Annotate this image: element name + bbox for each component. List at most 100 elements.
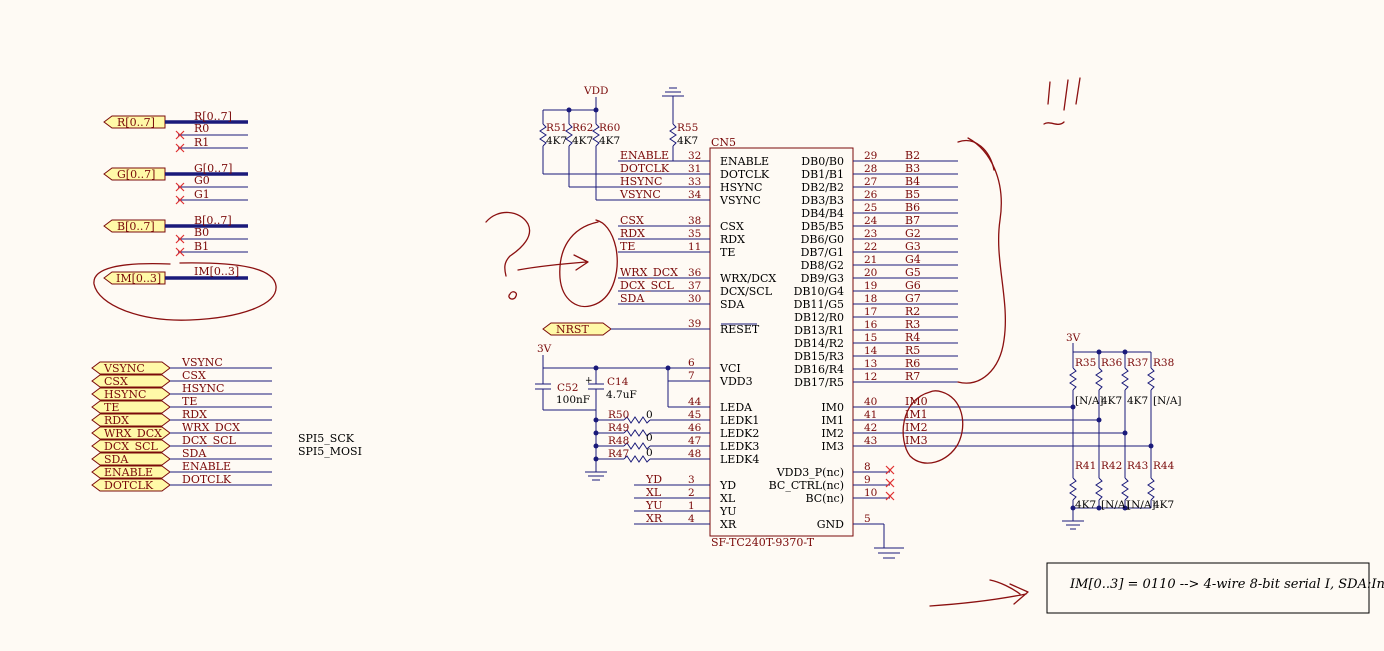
pin-number: 37 [688, 280, 701, 292]
pin-number: 47 [688, 435, 701, 447]
pin-name: VDD3_P(nc) [776, 466, 844, 479]
net-label: R0 [194, 122, 209, 135]
pin-name: SDA [720, 298, 745, 311]
pin-number: 41 [864, 409, 877, 421]
pin-number: 14 [864, 345, 878, 357]
pin-name: XL [720, 492, 736, 505]
bus-net-label: IM[0..3] [194, 265, 239, 278]
vdd-label: VDD [583, 85, 608, 97]
port-hsync[interactable]: HSYNC [91, 387, 171, 401]
port-vsync[interactable]: VSYNC [91, 361, 171, 375]
pin-number: 28 [864, 163, 877, 175]
port-csx[interactable]: CSX [91, 374, 171, 388]
pin-number: 5 [864, 513, 871, 525]
pin-number: 34 [688, 189, 702, 201]
pin-number: 43 [864, 435, 877, 447]
port-im-bus[interactable]: IM[0..3] [103, 271, 166, 285]
port-dotclk[interactable]: DOTCLK [91, 478, 171, 492]
pin-number: 24 [864, 215, 878, 227]
pin-number: 40 [864, 396, 877, 408]
pin-name: DB8/G2 [801, 259, 844, 272]
no-connect-marks-left [175, 130, 185, 257]
net-label: XL [646, 486, 662, 499]
port-te[interactable]: TE [91, 400, 171, 414]
net-label: IM2 [905, 421, 928, 434]
pin-number: 30 [688, 293, 701, 305]
port-sda[interactable]: SDA [91, 452, 171, 466]
mode-note-text: IM[0..3] = 0110 --> 4-wire 8-bit serial … [1069, 577, 1384, 592]
net-label: G5 [905, 266, 921, 279]
pin-number: 46 [688, 422, 702, 434]
pin-name: VCI [719, 362, 741, 375]
im-resistors: R35[N/A]R414K7R364K7R42[N/A]R374K7R43[N/… [1069, 352, 1182, 511]
port-enable[interactable]: ENABLE [91, 465, 171, 479]
pin-number: 23 [864, 228, 877, 240]
net-label: TE [620, 240, 635, 253]
net-label: B5 [905, 188, 920, 201]
pin-name: BC(nc) [805, 492, 844, 505]
net-label: R6 [905, 357, 920, 370]
pin-number: 45 [688, 409, 701, 421]
pin-number: 9 [864, 474, 871, 486]
r55-value: 4K7 [677, 135, 698, 147]
r51-value: 4K7 [546, 135, 567, 147]
net-label: B4 [905, 175, 920, 188]
cn5-body[interactable] [709, 147, 854, 537]
circle-control-pins [559, 219, 618, 308]
pin-number: 16 [864, 319, 878, 331]
pin-number: 44 [688, 396, 702, 408]
pin-name: RESET [720, 323, 760, 336]
pin-name: DB5/B5 [801, 220, 844, 233]
net-label: B1 [194, 240, 209, 253]
pin-number: 1 [688, 500, 695, 512]
pin-name: IM2 [821, 427, 844, 440]
port-r-bus[interactable]: R[0..7] [103, 115, 166, 129]
pin-number: 48 [688, 448, 701, 460]
r62-ref: R62 [572, 122, 593, 134]
spi-sck-note: SPI5_SCK [298, 432, 355, 445]
net-label: R7 [905, 370, 920, 383]
power-3v-im-label: 3V [1066, 332, 1081, 344]
pin-number: 4 [688, 513, 695, 525]
im-top-ref: R37 [1127, 357, 1148, 369]
pin-name: DB9/G3 [801, 272, 844, 285]
pin-name: RDX [720, 233, 745, 246]
net-label: R3 [905, 318, 920, 331]
r49-value: 0 [646, 432, 653, 444]
port-nrst[interactable]: NRST [542, 322, 612, 336]
net-label: DCX_SCL [620, 279, 675, 292]
port-b-bus[interactable]: B[0..7] [103, 219, 166, 233]
pin-number: 13 [864, 358, 877, 370]
pin-name: DB10/G4 [794, 285, 844, 298]
net-label: R5 [905, 344, 920, 357]
im-bottom-ref: R43 [1127, 460, 1148, 472]
cn5-part: SF-TC240T-9370-T [711, 536, 815, 549]
im-bottom-ref: R44 [1153, 460, 1175, 472]
im-top-value: 4K7 [1101, 395, 1122, 407]
pin-name: DB14/R2 [794, 337, 844, 350]
port-g-bus[interactable]: G[0..7] [103, 167, 166, 181]
port-rdx[interactable]: RDX [91, 413, 171, 427]
net-label: SDA [182, 447, 207, 460]
svg-text:+: + [585, 376, 593, 386]
r62-value: 4K7 [572, 135, 593, 147]
port-dcx_scl[interactable]: DCX_SCL [91, 439, 171, 453]
port-label: R[0..7] [117, 116, 155, 129]
r60-ref: R60 [599, 122, 620, 134]
port-label: DOTCLK [104, 479, 154, 492]
net-label: DOTCLK [620, 162, 670, 175]
net-label: R2 [905, 305, 920, 318]
pin-name: DB11/G5 [794, 298, 844, 311]
net-label: G7 [905, 292, 921, 305]
pin-name: DB2/B2 [801, 181, 844, 194]
port-wrx_dcx[interactable]: WRX_DCX [91, 426, 171, 440]
im-top-ref: R35 [1075, 357, 1096, 369]
im-bottom-value: 4K7 [1075, 499, 1096, 511]
bus-net-label: B[0..7] [194, 214, 232, 227]
port-label: B[0..7] [117, 220, 155, 233]
scribble-top-2 [1063, 79, 1069, 111]
pin-name: CSX [720, 220, 744, 233]
pin-name: BC_CTRL(nc) [769, 479, 844, 492]
pin-name: WRX/DCX [720, 272, 776, 285]
